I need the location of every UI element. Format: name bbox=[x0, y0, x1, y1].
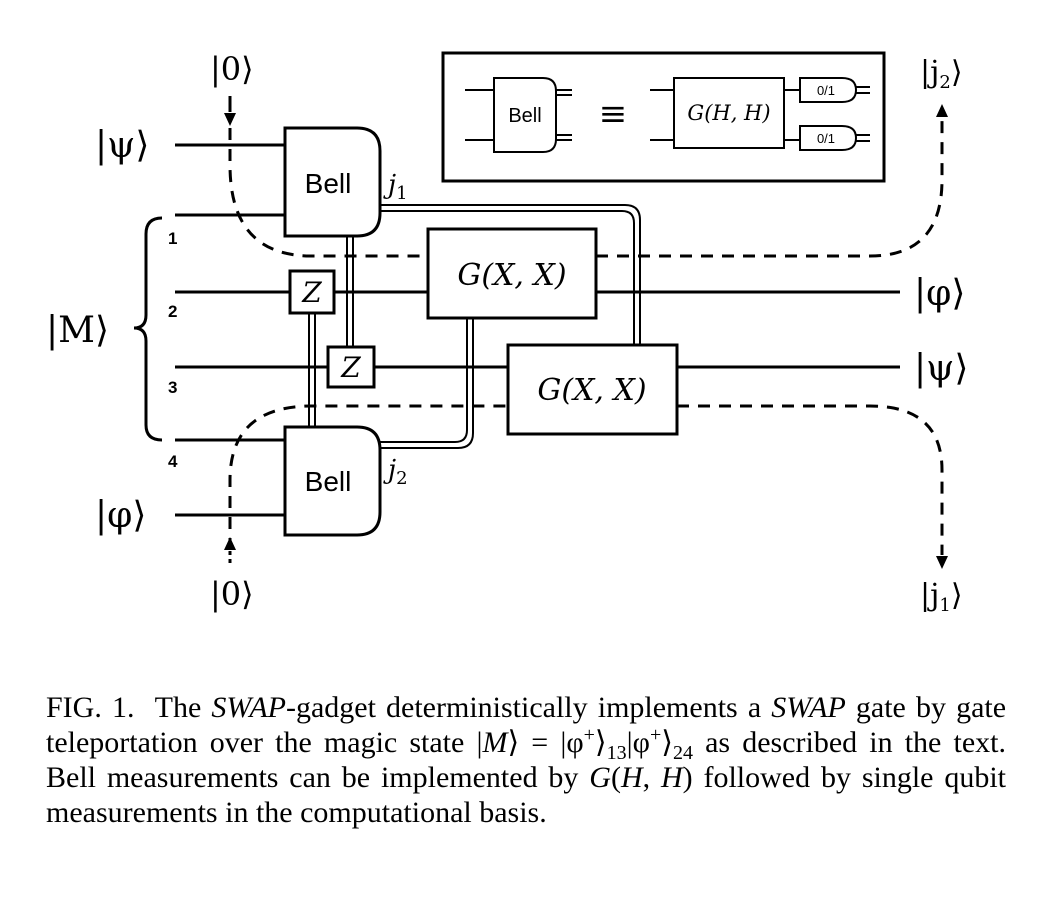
z-bottom-gate: Z bbox=[326, 345, 376, 389]
caption-math: ⟩ bbox=[661, 726, 673, 759]
wire-number-1: 1 bbox=[168, 229, 177, 248]
input-psi-label: |ψ⟩ bbox=[95, 125, 149, 166]
caption-swap-term: SWAP bbox=[211, 691, 286, 724]
ancilla-arrows bbox=[224, 96, 948, 569]
inset-legend: Bell ≡ G(H, H) 0/1 0/1 bbox=[441, 51, 886, 183]
inset-frame bbox=[441, 51, 886, 183]
classical-j2-wire bbox=[380, 318, 468, 443]
inset-bell-gate bbox=[465, 77, 572, 153]
caption-text: The bbox=[154, 691, 212, 724]
caption-math: 24 bbox=[672, 742, 693, 764]
inset-ghh-label: G(H, H) bbox=[687, 101, 770, 125]
output-j1-label: |j1⟩ bbox=[920, 578, 963, 616]
z-top-label: Z bbox=[301, 276, 322, 309]
input-phi-label: |φ⟩ bbox=[95, 495, 146, 536]
caption-text: -gadget deterministically implements a bbox=[285, 691, 772, 724]
bell-bottom-gate: Bell bbox=[283, 425, 382, 537]
bell-top-gate: Bell bbox=[283, 126, 382, 238]
output-j2-label: |j2⟩ bbox=[920, 55, 963, 93]
inset-meter-bottom bbox=[799, 125, 870, 151]
ancilla-top-path-b bbox=[596, 118, 944, 258]
output-psi-label: |ψ⟩ bbox=[914, 348, 968, 389]
figure-caption: FIG. 1. The SWAP-gadget deterministicall… bbox=[46, 690, 1006, 830]
caption-math: M bbox=[482, 726, 508, 759]
caption-swap-term: SWAP bbox=[771, 691, 846, 724]
gxx-bottom-gate: G(X, X) bbox=[506, 343, 679, 436]
ancilla-top-path bbox=[228, 128, 430, 258]
caption-math: , bbox=[642, 761, 661, 794]
caption-text: ) followed by single qubit measurements … bbox=[46, 761, 1006, 829]
output-phi-label: |φ⟩ bbox=[914, 273, 965, 314]
classical-j1-wire bbox=[380, 204, 641, 345]
ancilla-bottom-path bbox=[228, 404, 508, 550]
ancilla-bottom-label: |0⟩ bbox=[210, 575, 254, 613]
caption-math: + bbox=[649, 724, 662, 746]
caption-math: ⟩ bbox=[594, 726, 607, 759]
z-bottom-label: Z bbox=[340, 351, 361, 384]
ancilla-top-label: |0⟩ bbox=[210, 50, 254, 88]
arrow-up-j2-out bbox=[936, 104, 948, 117]
inset-meter-bottom-label: 0/1 bbox=[817, 131, 835, 146]
caption-text: gate by gate teleportation over the magi… bbox=[46, 691, 1007, 759]
inset-ghh-gate bbox=[650, 77, 800, 149]
arrow-down-j1-out bbox=[936, 556, 948, 569]
caption-text: as described in the text. Bell measureme… bbox=[46, 726, 1006, 794]
magic-state-brace bbox=[133, 216, 163, 442]
caption-math: H bbox=[620, 761, 643, 794]
bell-bottom-label: Bell bbox=[305, 466, 352, 497]
circuit-diagram: Bell Bell Z Z G(X, X) G(X, X) j1 j2 |ψ⟩ … bbox=[46, 50, 968, 616]
inset-meter-top-label: 0/1 bbox=[817, 83, 835, 98]
ancilla-paths bbox=[228, 118, 944, 555]
caption-math: 13 bbox=[606, 742, 627, 764]
gxx-bottom-label: G(X, X) bbox=[537, 373, 646, 408]
arrow-up-bottom-in bbox=[224, 537, 236, 550]
caption-math: ( bbox=[610, 761, 621, 794]
caption-math: |φ bbox=[626, 726, 650, 759]
inset-equiv-symbol: ≡ bbox=[599, 94, 628, 134]
caption-math: G bbox=[589, 761, 611, 794]
caption-math: ⟩ = |φ bbox=[507, 726, 584, 759]
wire-number-4: 4 bbox=[168, 452, 178, 471]
arrow-down-top-in bbox=[224, 113, 236, 126]
caption-fig-label: FIG. 1. bbox=[46, 691, 135, 724]
gxx-top-gate: G(X, X) bbox=[426, 227, 598, 320]
j1-label: j1 bbox=[383, 170, 408, 204]
caption-math: + bbox=[583, 724, 595, 746]
caption-math: H bbox=[660, 761, 683, 794]
wire-number-3: 3 bbox=[168, 378, 177, 397]
z-top-gate: Z bbox=[288, 269, 336, 315]
inset-meter-top bbox=[799, 77, 870, 103]
classical-wires bbox=[308, 204, 641, 449]
wire-number-2: 2 bbox=[168, 302, 177, 321]
magic-state-label: |M⟩ bbox=[46, 310, 109, 351]
bell-top-label: Bell bbox=[305, 168, 352, 199]
inset-bell-label: Bell bbox=[508, 105, 541, 127]
ancilla-bottom-path-b bbox=[677, 404, 944, 555]
j2-label: j2 bbox=[383, 455, 408, 489]
gxx-top-label: G(X, X) bbox=[457, 258, 566, 293]
